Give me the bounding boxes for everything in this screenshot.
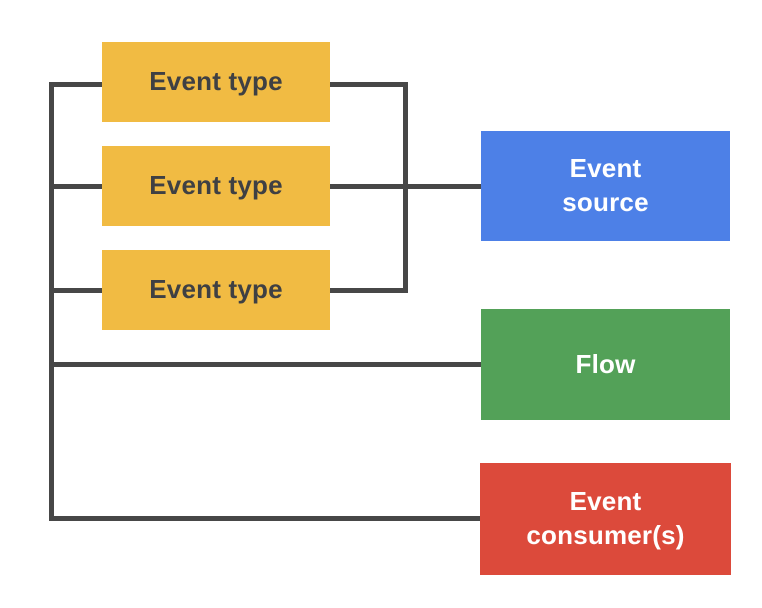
node-event-source-label: Event source (562, 153, 649, 217)
connector-left-bus (49, 82, 54, 521)
node-event-type-1: Event type (102, 42, 330, 122)
connector-left-stub-event-type-3 (49, 288, 102, 293)
node-flow: Flow (481, 309, 730, 420)
connector-line-event-source (330, 184, 481, 189)
connector-line-event-consumers (49, 516, 481, 521)
node-flow-label: Flow (575, 348, 636, 379)
connector-left-stub-event-type-1 (49, 82, 102, 87)
node-event-type-2: Event type (102, 146, 330, 226)
connector-line-flow (49, 362, 481, 367)
node-event-source: Event source (481, 131, 730, 241)
node-event-consumers: Event consumer(s) (480, 463, 731, 575)
node-event-type-2-label: Event type (149, 170, 283, 201)
connector-right-stub-event-type-1 (330, 82, 408, 87)
connector-right-stub-event-type-3 (330, 288, 408, 293)
node-event-type-1-label: Event type (149, 66, 283, 97)
node-event-type-3: Event type (102, 250, 330, 330)
connector-left-stub-event-type-2 (49, 184, 102, 189)
node-event-consumers-label: Event consumer(s) (526, 486, 685, 550)
node-event-type-3-label: Event type (149, 274, 283, 305)
